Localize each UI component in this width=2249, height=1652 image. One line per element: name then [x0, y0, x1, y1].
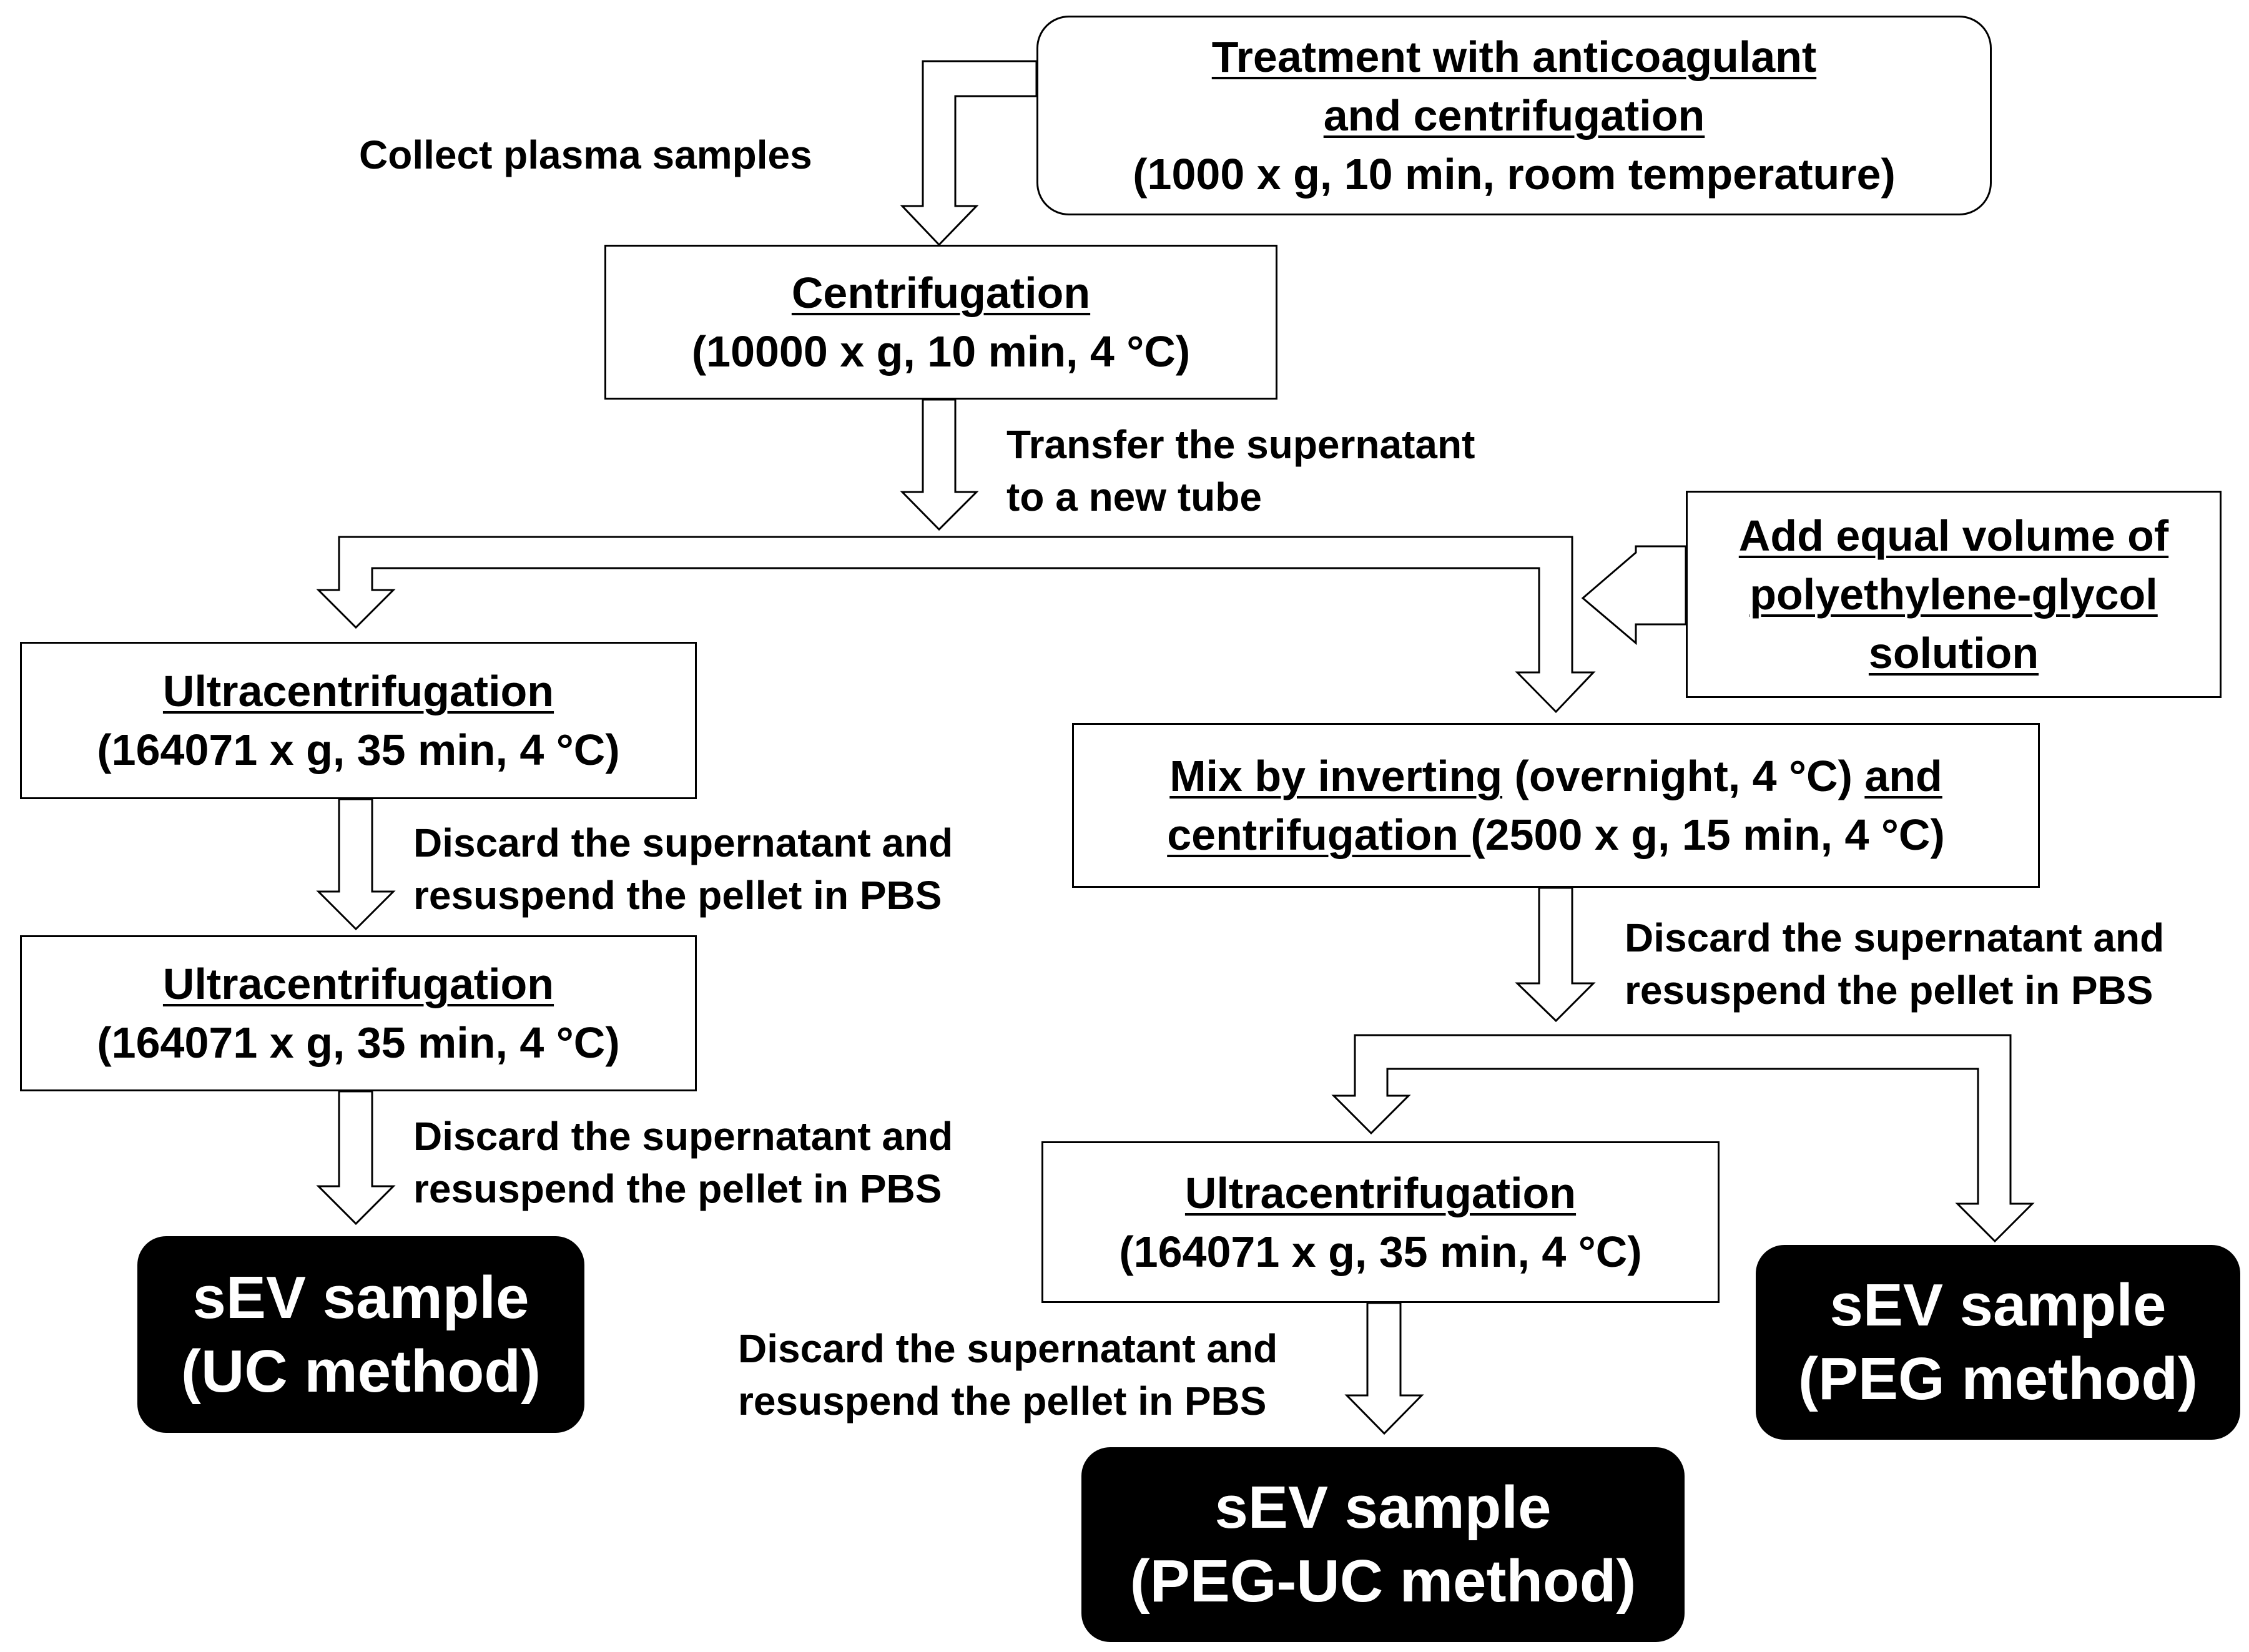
result-peg-line1: sEV sample [1829, 1272, 2167, 1339]
discard-label-line1: Discard the supernatant and [413, 820, 953, 865]
uc1-box: Ultracentrifugation (164071 x g, 35 min,… [20, 642, 697, 799]
treatment-params: (1000 x g, 10 min, room temperature) [1133, 150, 1896, 199]
arrow-treatment-to-centrifugation [900, 60, 1038, 247]
peg-addition-line1: Add equal volume of [1738, 511, 2169, 560]
mix-overnight-text: (overnight, 4 °C) [1502, 752, 1865, 800]
arrow-add-peg [1581, 545, 1687, 646]
arrow-uc3-to-result [1344, 1302, 1424, 1435]
uc3-params: (164071 x g, 35 min, 4 °C) [1119, 1227, 1642, 1276]
centrifugation-title: Centrifugation [791, 268, 1091, 317]
result-peg-method: sEV sample (PEG method) [1756, 1245, 2240, 1440]
uc2-title: Ultracentrifugation [162, 960, 554, 1008]
treatment-box: Treatment with anticoagulant and centrif… [1036, 16, 1992, 215]
mix-and-text: and [1864, 752, 1942, 800]
uc1-params: (164071 x g, 35 min, 4 °C) [97, 725, 620, 774]
uc1-title: Ultracentrifugation [162, 667, 554, 715]
uc3-box: Ultracentrifugation (164071 x g, 35 min,… [1041, 1141, 1720, 1303]
peg-addition-line3: solution [1868, 629, 2039, 677]
result-uc-method: sEV sample (UC method) [137, 1236, 584, 1433]
discard-label-line2: resuspend the pellet in PBS [1625, 968, 2153, 1013]
result-peg-uc-line1: sEV sample [1214, 1474, 1552, 1541]
discard-label-line1: Discard the supernatant and [413, 1114, 953, 1159]
result-peg-uc-line2: (PEG-UC method) [1129, 1548, 1636, 1615]
uc2-box: Ultracentrifugation (164071 x g, 35 min,… [20, 935, 697, 1091]
discard-label-line1: Discard the supernatant and [738, 1326, 1278, 1371]
discard-label-uc2: Discard the supernatant and resuspend th… [413, 1110, 953, 1215]
arrow-mix-down [1515, 887, 1596, 1023]
discard-label-line2: resuspend the pellet in PBS [738, 1379, 1267, 1423]
transfer-label-line1: Transfer the supernatant [1006, 422, 1475, 467]
discard-label-mix: Discard the supernatant and resuspend th… [1625, 912, 2164, 1016]
uc2-params: (164071 x g, 35 min, 4 °C) [97, 1018, 620, 1067]
arrow-split-branches [316, 536, 1596, 714]
discard-label-line2: resuspend the pellet in PBS [413, 873, 942, 918]
collect-plasma-label: Collect plasma samples [359, 132, 812, 177]
arrow-split-peg [1331, 1034, 2035, 1243]
result-uc-line1: sEV sample [192, 1264, 529, 1331]
peg-addition-box: Add equal volume of polyethylene-glycol … [1686, 491, 2222, 698]
centrifugation-box: Centrifugation (10000 x g, 10 min, 4 °C) [604, 245, 1277, 400]
uc3-title: Ultracentrifugation [1184, 1168, 1577, 1217]
discard-label-line2: resuspend the pellet in PBS [413, 1166, 942, 1211]
mix-inverting-text: Mix by inverting [1169, 752, 1503, 800]
discard-label-line1: Discard the supernatant and [1625, 915, 2165, 960]
result-peg-uc-method: sEV sample (PEG-UC method) [1081, 1447, 1685, 1642]
result-uc-line2: (UC method) [181, 1337, 541, 1405]
peg-addition-line2: polyethylene-glycol [1749, 570, 2158, 619]
mix-box: Mix by inverting (overnight, 4 °C) and c… [1072, 723, 2040, 888]
arrow-uc1-to-uc2 [316, 798, 396, 931]
mix-line2: centrifugation (2500 x g, 15 min, 4 °C) [1167, 805, 1945, 864]
arrow-uc2-to-result [316, 1090, 396, 1226]
transfer-label-line2: to a new tube [1006, 474, 1262, 519]
mix-centrifugation-params: (2500 x g, 15 min, 4 °C) [1470, 810, 1945, 859]
centrifugation-params: (10000 x g, 10 min, 4 °C) [691, 327, 1191, 376]
arrow-centrifugation-down [900, 398, 979, 531]
mix-centrifugation-text: centrifugation [1167, 810, 1471, 859]
discard-label-uc3: Discard the supernatant and resuspend th… [738, 1322, 1277, 1427]
treatment-title-line1: Treatment with anticoagulant [1211, 32, 1817, 81]
treatment-title-line2: and centrifugation [1323, 91, 1705, 140]
discard-label-uc1: Discard the supernatant and resuspend th… [413, 817, 953, 922]
result-peg-line2: (PEG method) [1798, 1345, 2198, 1412]
transfer-label: Transfer the supernatant to a new tube [1006, 418, 1475, 523]
mix-line1: Mix by inverting (overnight, 4 °C) and [1169, 747, 1942, 805]
